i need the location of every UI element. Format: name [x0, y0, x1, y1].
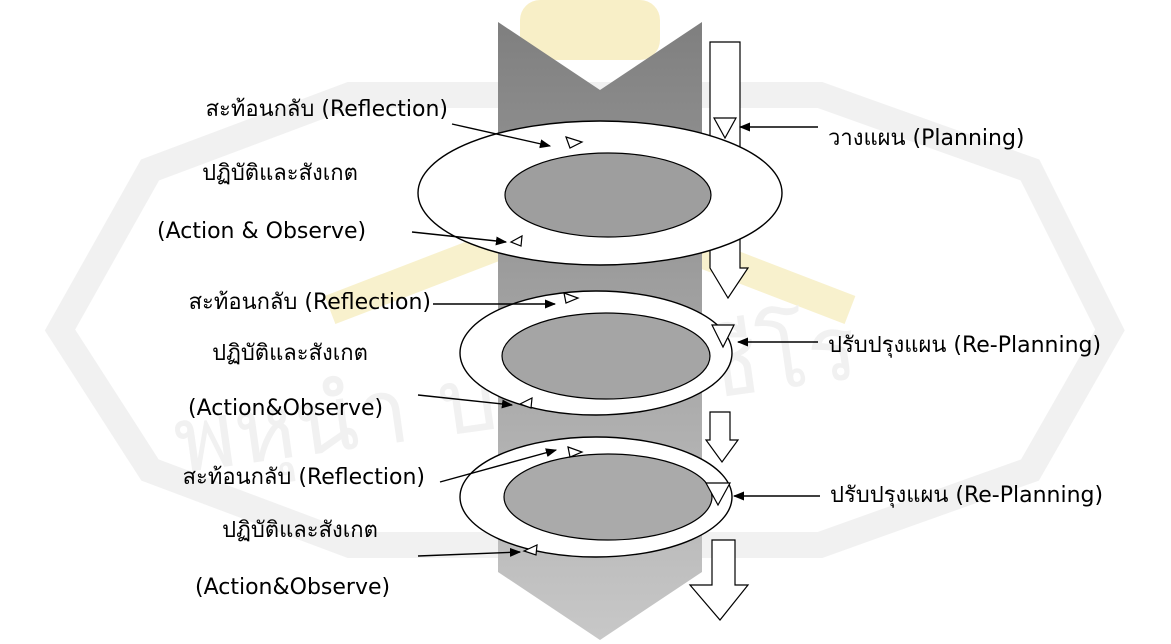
reflection-label-2: สะท้อนกลับ (Reflection) — [188, 290, 431, 315]
re-planning-label-2: ปรับปรุงแผน (Re-Planning) — [830, 483, 1104, 508]
reflection-label-3: สะท้อนกลับ (Reflection) — [182, 465, 425, 490]
cycle-3-ring — [459, 436, 733, 558]
action-observe-thai-label-3: ปฏิบัติและสังเกต — [222, 518, 378, 543]
action-observe-thai-label-1: ปฏิบัติและสังเกต — [202, 161, 358, 186]
cycle-1-ring — [417, 120, 783, 266]
planning-label: วางแผน (Planning) — [828, 126, 1025, 151]
direction-triangles — [509, 117, 738, 556]
action-observe-label-2: (Action&Observe) — [188, 396, 384, 421]
leader-arrows — [411, 122, 820, 557]
re-planning-label-1: ปรับปรุงแผน (Re-Planning) — [828, 333, 1102, 358]
action-observe-thai-label-2: ปฏิบัติและสังเกต — [212, 341, 368, 366]
action-observe-label-1: (Action & Observe) — [157, 219, 367, 244]
action-observe-label-3: (Action&Observe) — [195, 575, 391, 600]
cycle-2-ring — [459, 290, 733, 416]
reflection-label-1: สะท้อนกลับ (Reflection) — [205, 97, 448, 122]
